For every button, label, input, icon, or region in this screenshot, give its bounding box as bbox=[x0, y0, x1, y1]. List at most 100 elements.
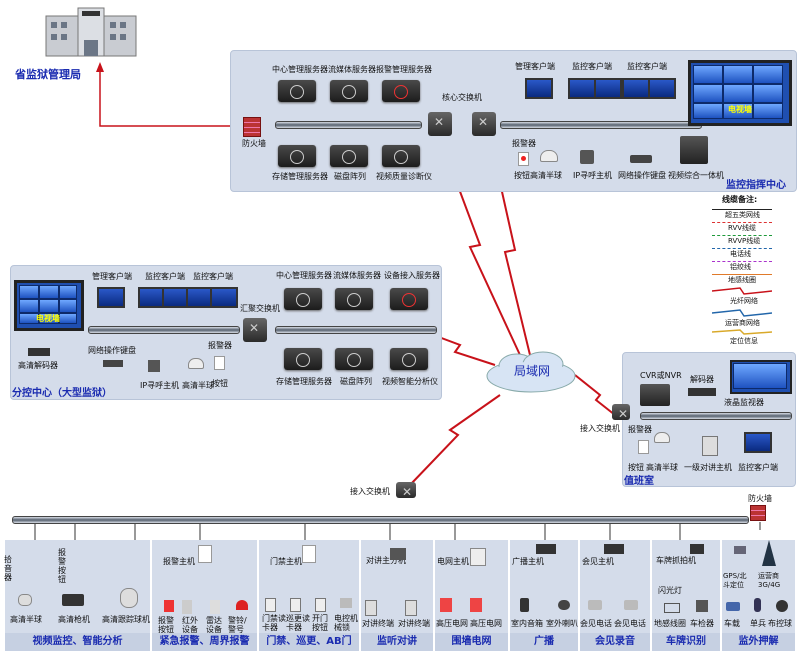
firewall-icon bbox=[243, 117, 261, 137]
province-label: 省监狱管理局 bbox=[15, 68, 81, 81]
branch-storage-label-1: 磁盘阵列 bbox=[340, 377, 372, 386]
siren-icon bbox=[236, 600, 248, 610]
duty-dome-icon bbox=[654, 432, 670, 443]
loop-icon bbox=[664, 603, 680, 613]
category-video: 视频监控、智能分析 bbox=[5, 633, 150, 651]
firewall-label: 防火墙 bbox=[242, 139, 266, 148]
category-fence: 围墙电网 bbox=[435, 633, 508, 651]
branch-wall-label: 电视墙 bbox=[36, 314, 60, 323]
legend-item-6: 光纤网络 bbox=[730, 297, 758, 305]
agg-switch bbox=[243, 318, 267, 342]
legend-item-3: 电话线 bbox=[730, 250, 751, 258]
stream-server bbox=[330, 80, 368, 102]
integrator-icon bbox=[680, 136, 708, 164]
cc-server-label-0: 中心管理服务器 bbox=[272, 65, 328, 74]
cc-client-label-0: 管理客户端 bbox=[515, 62, 555, 71]
branch-server-label-1: 流媒体服务器 bbox=[333, 271, 381, 280]
duty-monitor-label: 液晶监视器 bbox=[724, 398, 764, 407]
legend-item-5: 地感线圈 bbox=[728, 276, 756, 284]
plate-device-label-0: 地感线圈 bbox=[654, 619, 686, 628]
cc-client-monitor-0 bbox=[525, 78, 553, 99]
keyboard-icon bbox=[630, 155, 652, 163]
duty-nvr-label: CVR或NVR bbox=[640, 371, 682, 380]
branch-button-label: 按钮 bbox=[212, 379, 228, 388]
lan-link-duty bbox=[574, 374, 616, 416]
category-alarm: 紧急报警、周界报警 bbox=[152, 633, 257, 651]
fence-host-icon bbox=[470, 548, 486, 566]
fence-host-label: 电网主机 bbox=[437, 557, 469, 566]
province-link bbox=[99, 68, 248, 127]
vs-ptz-label: 高清跟踪球机 bbox=[102, 615, 150, 624]
branch-server-label-0: 中心管理服务器 bbox=[276, 271, 332, 280]
cc-keyboard-label: 网络操作键盘 bbox=[618, 171, 666, 180]
category-visit: 会见录音 bbox=[580, 633, 650, 651]
branch-iphost-icon bbox=[148, 360, 160, 372]
intercom-terminal-icon-1 bbox=[405, 600, 417, 616]
alarm-host-icon bbox=[198, 545, 212, 563]
cc-client-monitor-2 bbox=[594, 78, 622, 99]
duty-alarm-icon bbox=[638, 440, 649, 454]
visit-host-label: 会见主机 bbox=[582, 557, 614, 566]
alarm-device-label-1: 红外设备 bbox=[182, 616, 198, 634]
branch-client-label-1: 监控客户端 bbox=[145, 272, 185, 281]
alarm-icon bbox=[518, 152, 529, 166]
branch-access-server bbox=[390, 288, 428, 310]
door-device-label-2: 开门按钮 bbox=[312, 614, 328, 632]
building-icon bbox=[38, 6, 143, 58]
branch-dome-icon bbox=[188, 358, 204, 369]
branch-title: 分控中心（大型监狱） bbox=[12, 388, 112, 399]
pickup-label: 拾音器 bbox=[4, 555, 12, 582]
broadcast-device-label-0: 室内音箱 bbox=[511, 619, 543, 628]
cc-server-label-1: 流媒体服务器 bbox=[328, 65, 376, 74]
command-bus-right bbox=[500, 121, 702, 129]
alarm-host-label: 报警主机 bbox=[163, 557, 195, 566]
duty-decoder-label: 解码器 bbox=[690, 375, 714, 384]
lock-icon bbox=[340, 598, 352, 608]
tower-icon bbox=[762, 540, 776, 566]
open-button-icon bbox=[315, 598, 326, 612]
infrared-icon bbox=[182, 600, 192, 614]
intercom-device-label-1: 对讲终端 bbox=[398, 619, 430, 628]
branch-bus bbox=[88, 326, 240, 334]
plate-camera-icon bbox=[690, 544, 704, 554]
patrol-reader-icon bbox=[290, 598, 301, 612]
branch-server-label-2: 设备接入服务器 bbox=[384, 271, 440, 280]
duty-dome-label: 高清半球 bbox=[646, 463, 678, 472]
cc-client-label-1: 监控客户端 bbox=[572, 62, 612, 71]
branch-storage-server bbox=[284, 348, 322, 370]
alarm-device-label-2: 雷达设备 bbox=[206, 616, 222, 634]
visit-device-label-0: 会见电话 bbox=[580, 619, 612, 628]
branch-stream-server bbox=[335, 288, 373, 310]
branch-client-label-2: 监控客户端 bbox=[193, 272, 233, 281]
bottom-bus bbox=[12, 516, 749, 524]
vs-gun-label: 高清枪机 bbox=[58, 615, 90, 624]
patrol-ball-label: 布控球 bbox=[768, 619, 792, 628]
branch-client-monitor-0 bbox=[97, 287, 125, 308]
video-wall-label: 电视墙 bbox=[728, 105, 752, 114]
intercom-host-label: 对讲主分机 bbox=[366, 556, 406, 565]
cc-storage-label-2: 视频质量诊断仪 bbox=[376, 172, 432, 181]
legend-title: 线缆备注: bbox=[722, 195, 758, 204]
alarm-button-icon bbox=[164, 600, 174, 612]
branch-keyboard-label: 网络操作键盘 bbox=[88, 346, 136, 355]
branch-client-monitor-4 bbox=[210, 287, 238, 308]
fence-icon-0 bbox=[440, 598, 452, 612]
category-plate: 车牌识别 bbox=[652, 633, 720, 651]
duty-alarm-label: 报警器 bbox=[628, 425, 652, 434]
category-door: 门禁、巡更、AB门 bbox=[259, 633, 359, 651]
category-bg-plate bbox=[652, 540, 720, 646]
agg-switch-label: 汇聚交换机 bbox=[240, 304, 280, 313]
phone-icon-0 bbox=[588, 600, 602, 610]
visit-host-icon bbox=[604, 544, 624, 554]
patrol-gps-label: GPS/北斗定位 bbox=[723, 572, 747, 589]
bottom-switch-label: 接入交换机 bbox=[350, 487, 390, 496]
branch-alarm-label: 报警器 bbox=[208, 341, 232, 350]
broadcast-host-icon bbox=[536, 544, 556, 554]
duty-switch-label: 接入交换机 bbox=[580, 424, 620, 433]
cc-client-monitor-4 bbox=[648, 78, 676, 99]
gun-camera-icon bbox=[62, 594, 84, 606]
broadcast-device-label-1: 室外喇叭 bbox=[546, 619, 578, 628]
phone-icon-1 bbox=[624, 600, 638, 610]
legend-item-4: 铝绞线 bbox=[730, 263, 751, 271]
duty-decoder-icon bbox=[688, 388, 716, 396]
